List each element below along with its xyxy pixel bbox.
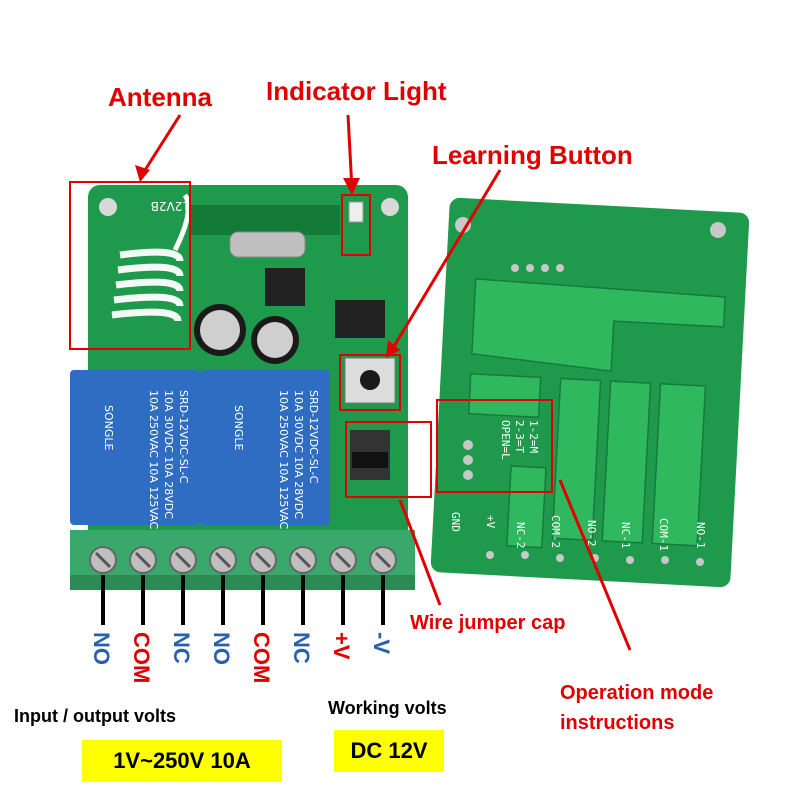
terminal-label: NC (289, 632, 314, 664)
relay-model: SRD-12VDC-SL-C (307, 390, 320, 484)
back-label: NC-2 (514, 522, 527, 549)
wire-jumper-cap-callout: Wire jumper cap (410, 612, 566, 634)
input-output-caption: Input / output volts (14, 706, 176, 726)
terminal-label: NO (89, 632, 114, 665)
back-label: NO-2 (585, 520, 598, 547)
board-model: 12V2B (151, 199, 190, 213)
mode-text: 1-2=M (527, 420, 540, 453)
back-board: GND +V NC-2 COM-2 NO-2 NC-1 COM-1 NO-1 1… (430, 197, 750, 588)
back-label: GND (449, 512, 462, 532)
indicator-light-callout: Indicator Light (266, 76, 447, 106)
operation-mode-callout-line1: Operation mode (560, 682, 714, 704)
highlight-boxes (69, 181, 553, 498)
relay-brand: SONGLE (102, 405, 115, 451)
callout-arrows (138, 114, 632, 651)
terminal-label: -V (369, 632, 394, 654)
terminal-label: NC (169, 632, 194, 664)
terminal-label: NO (209, 632, 234, 665)
front-board: 12V2B SO (70, 185, 415, 590)
mode-text: OPEN=L (499, 420, 512, 460)
terminal-label: COM (249, 632, 274, 684)
relay-model: SRD-12VDC-SL-C (177, 390, 190, 484)
working-volts-spec: DC 12V (334, 730, 444, 772)
terminal-label: +V (329, 632, 354, 660)
relay-brand: SONGLE (232, 405, 245, 451)
relay-rating: 10A 30VDC 10A 28VDC (292, 390, 305, 519)
learning-button-callout: Learning Button (432, 140, 633, 170)
back-label: NC-1 (619, 522, 632, 549)
io-volts-spec: 1V~250V 10A (82, 740, 282, 782)
back-label: COM-2 (549, 515, 562, 548)
working-caption: Working volts (328, 698, 447, 718)
relay-rating: 10A 30VDC 10A 28VDC (162, 390, 175, 519)
terminal-label: COM (129, 632, 154, 684)
arrow-heads (135, 165, 400, 358)
back-label: COM-1 (657, 518, 670, 551)
relay-rating: 10A 250VAC 10A 125VAC (277, 390, 290, 530)
operation-mode-callout-line2: instructions (560, 712, 675, 734)
relay-rating: 10A 250VAC 10A 125VAC (147, 390, 160, 530)
mode-text: 2-3=T (513, 420, 526, 453)
antenna-callout: Antenna (108, 82, 212, 112)
terminal-wires (101, 575, 385, 625)
back-label: +V (484, 515, 497, 529)
back-label: NO-1 (694, 522, 707, 549)
